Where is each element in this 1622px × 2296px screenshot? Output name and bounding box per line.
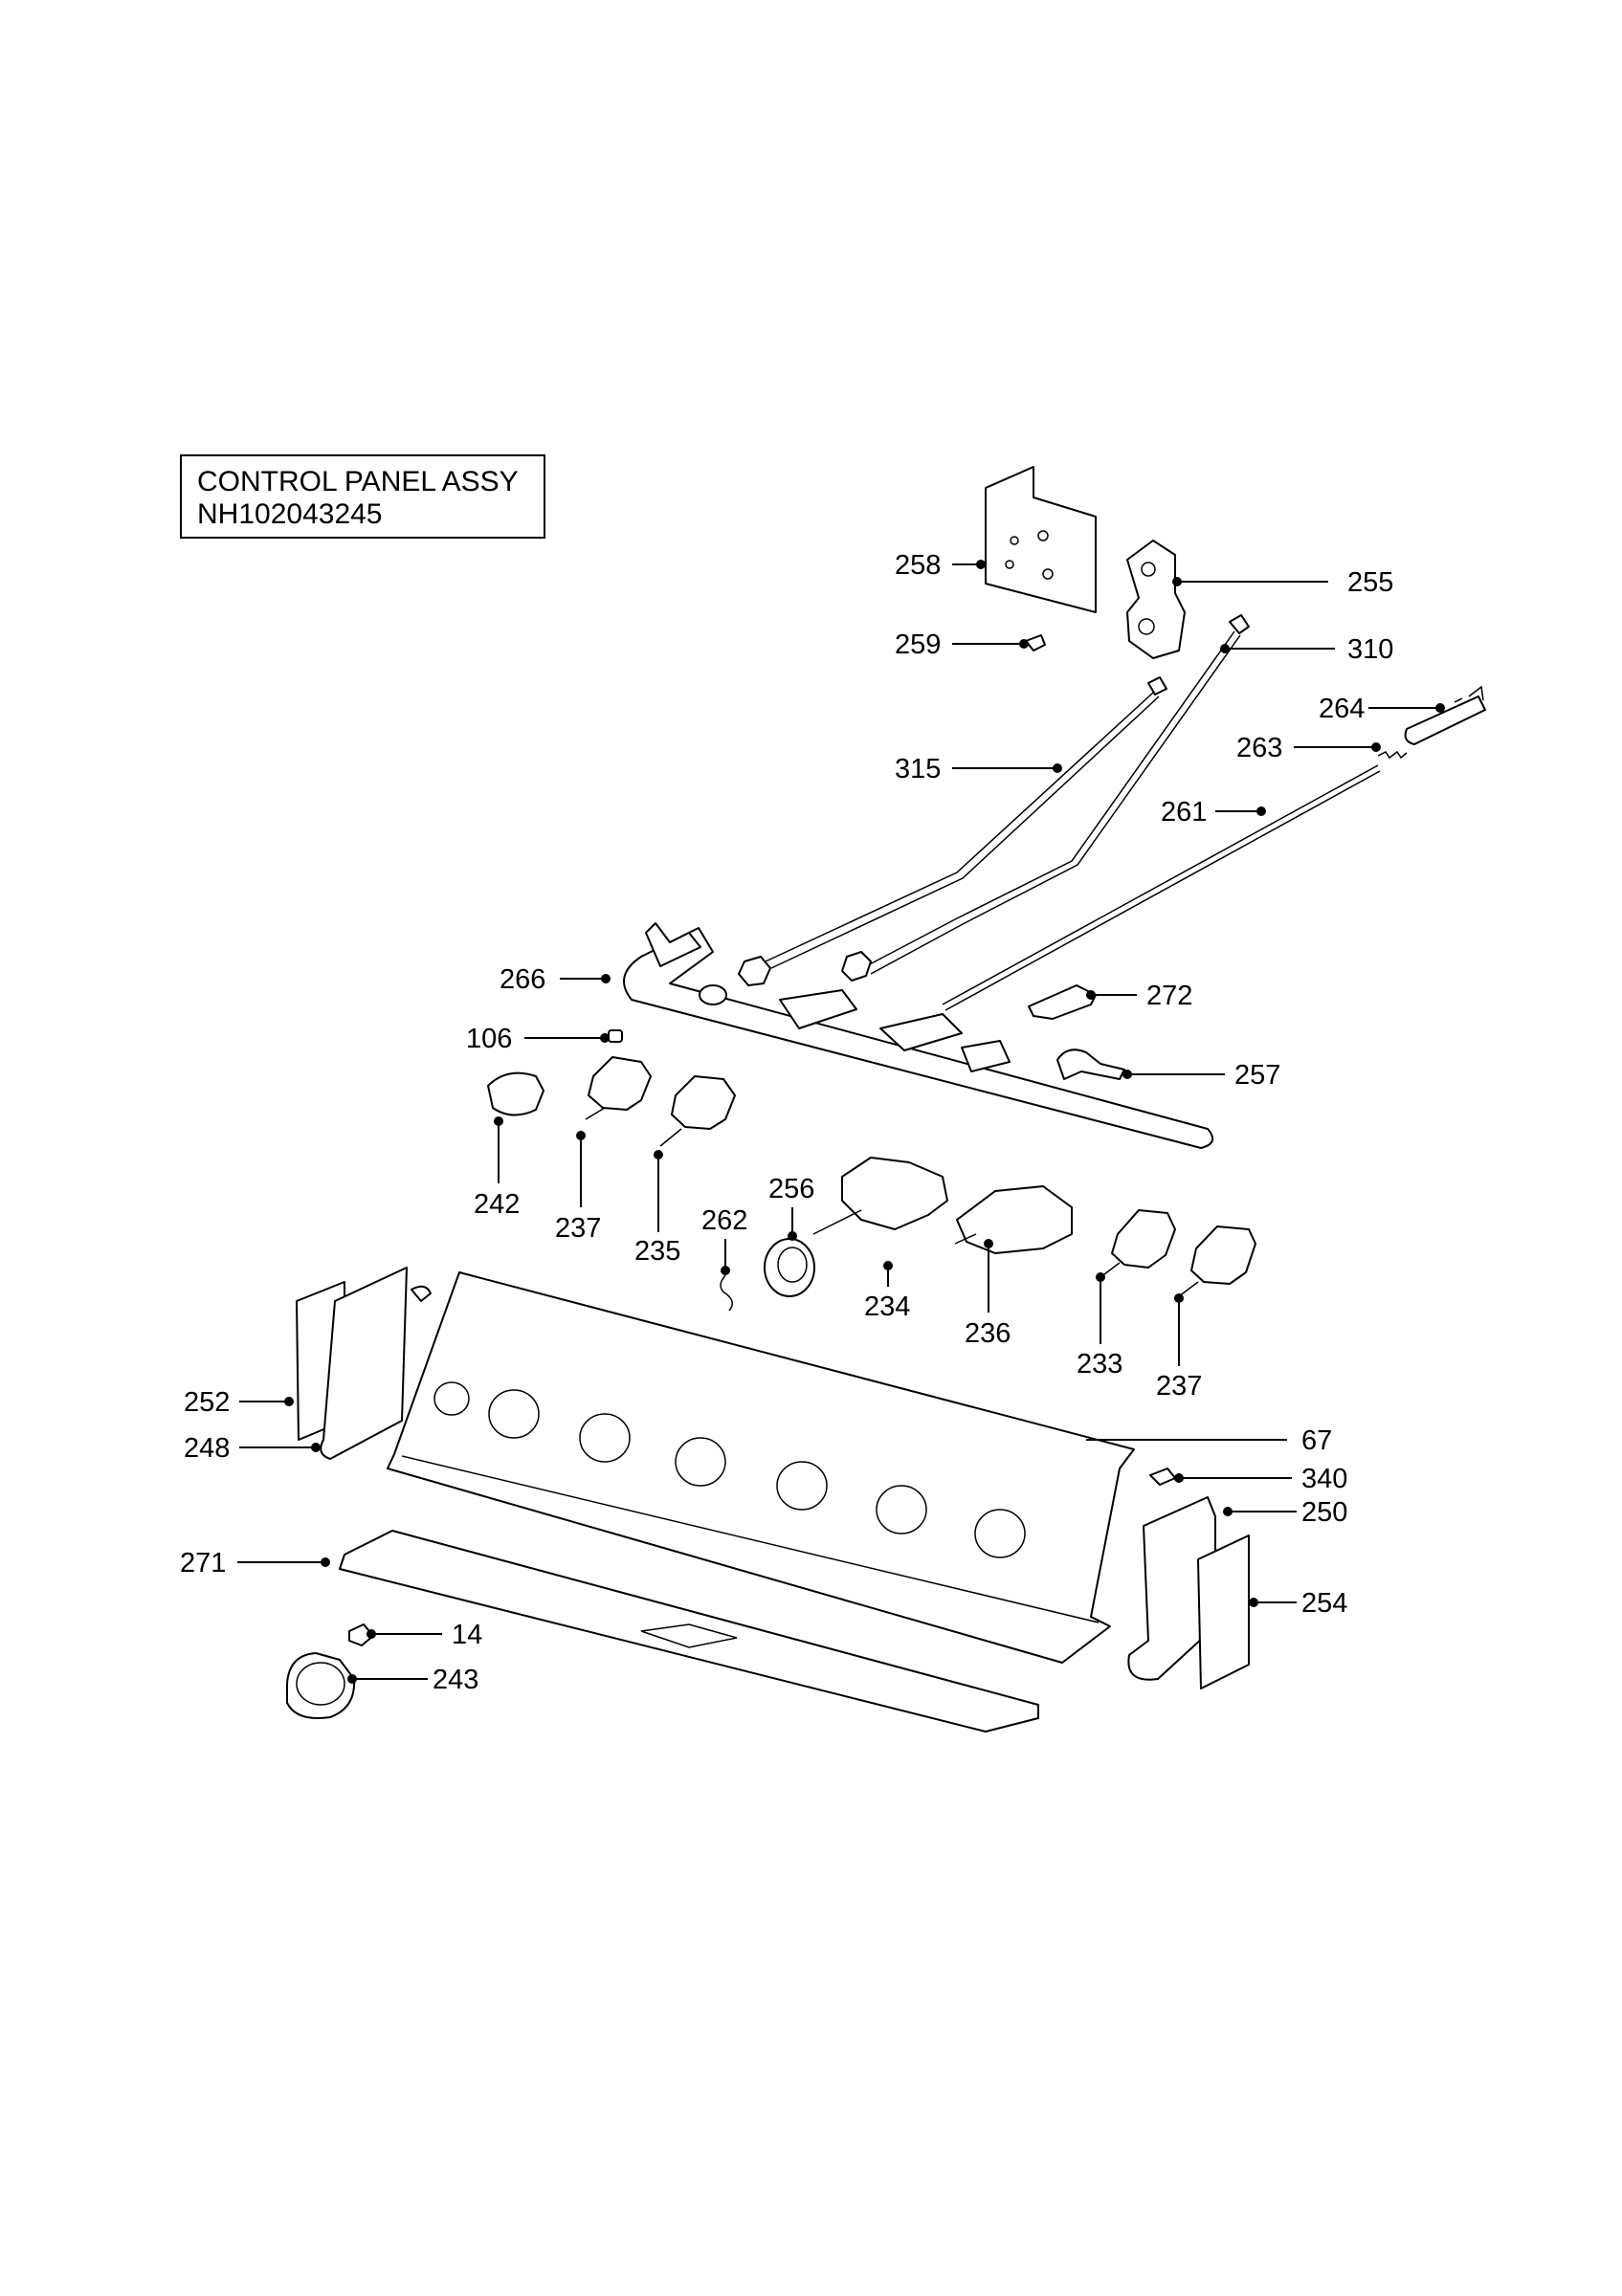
part-315-pipe: [738, 676, 1167, 986]
callout-236: 236: [965, 1318, 1011, 1349]
assembly-title-box: CONTROL PANEL ASSY NH102043245: [180, 454, 545, 539]
callout-259: 259: [895, 629, 941, 660]
callout-272: 272: [1146, 981, 1192, 1011]
callout-266: 266: [500, 964, 545, 995]
part-237-valve-right: [1178, 1225, 1256, 1297]
part-233-valve: [1100, 1209, 1176, 1278]
part-254-cover: [1197, 1534, 1250, 1689]
callout-310: 310: [1347, 634, 1393, 665]
callout-labels: 258 255 259 310 264 263 315 261 266 272 …: [180, 550, 1393, 1695]
callout-243: 243: [433, 1665, 478, 1695]
callout-250: 250: [1301, 1497, 1347, 1528]
part-235-valve: [659, 1075, 736, 1147]
callout-106: 106: [466, 1024, 512, 1054]
part-259-screw: [1025, 634, 1046, 651]
callout-262: 262: [701, 1205, 747, 1236]
part-264-rod: [1404, 685, 1486, 745]
part-67-control-panel: [387, 1271, 1135, 1664]
callout-242: 242: [474, 1189, 520, 1220]
callout-254: 254: [1301, 1588, 1347, 1619]
part-237-valve-left: [585, 1056, 652, 1120]
part-271-bottom-strip: [339, 1530, 1039, 1733]
leader-lines: [237, 560, 1445, 1684]
part-106-nut: [608, 1029, 623, 1043]
part-236-valve: [954, 1185, 1073, 1254]
callout-252: 252: [184, 1387, 230, 1418]
callout-237-right: 237: [1156, 1371, 1202, 1402]
part-14-clip: [348, 1623, 374, 1646]
callout-248: 248: [184, 1433, 230, 1464]
part-340-clip: [1149, 1468, 1176, 1486]
callout-263: 263: [1236, 733, 1282, 763]
callout-258: 258: [895, 550, 941, 581]
part-242-switch: [487, 1071, 544, 1116]
callout-255: 255: [1347, 567, 1393, 598]
callout-315: 315: [895, 754, 941, 784]
callout-256: 256: [768, 1174, 814, 1204]
part-257-clip: [1056, 1049, 1125, 1080]
callout-67: 67: [1301, 1425, 1332, 1456]
part-248-side-bracket: [320, 1267, 432, 1460]
part-262-pin: [720, 1274, 733, 1312]
part-261-thermocouple: [942, 764, 1381, 1011]
assembly-title: CONTROL PANEL ASSY: [197, 466, 519, 497]
part-258-bracket: [985, 466, 1097, 613]
callout-271: 271: [180, 1548, 226, 1578]
callout-14: 14: [452, 1620, 482, 1650]
part-255-valve-body: [1126, 540, 1186, 659]
callout-264: 264: [1319, 694, 1365, 724]
part-266-gas-manifold: [623, 922, 1214, 1149]
part-243-control-knob: [286, 1652, 356, 1719]
part-234-main-valve: [812, 1157, 948, 1235]
callout-257: 257: [1234, 1060, 1280, 1091]
callout-234: 234: [864, 1292, 910, 1322]
callout-233: 233: [1077, 1349, 1122, 1380]
callout-340: 340: [1301, 1464, 1347, 1494]
callout-235: 235: [634, 1236, 680, 1267]
part-263-spring: [1377, 750, 1408, 760]
assembly-part-number: NH102043245: [197, 498, 383, 530]
part-310-pipe: [841, 614, 1250, 982]
part-272-clip: [1028, 984, 1097, 1020]
part-256-knob-bezel: [764, 1238, 815, 1297]
callout-237-left: 237: [555, 1213, 601, 1244]
callout-261: 261: [1161, 797, 1207, 828]
